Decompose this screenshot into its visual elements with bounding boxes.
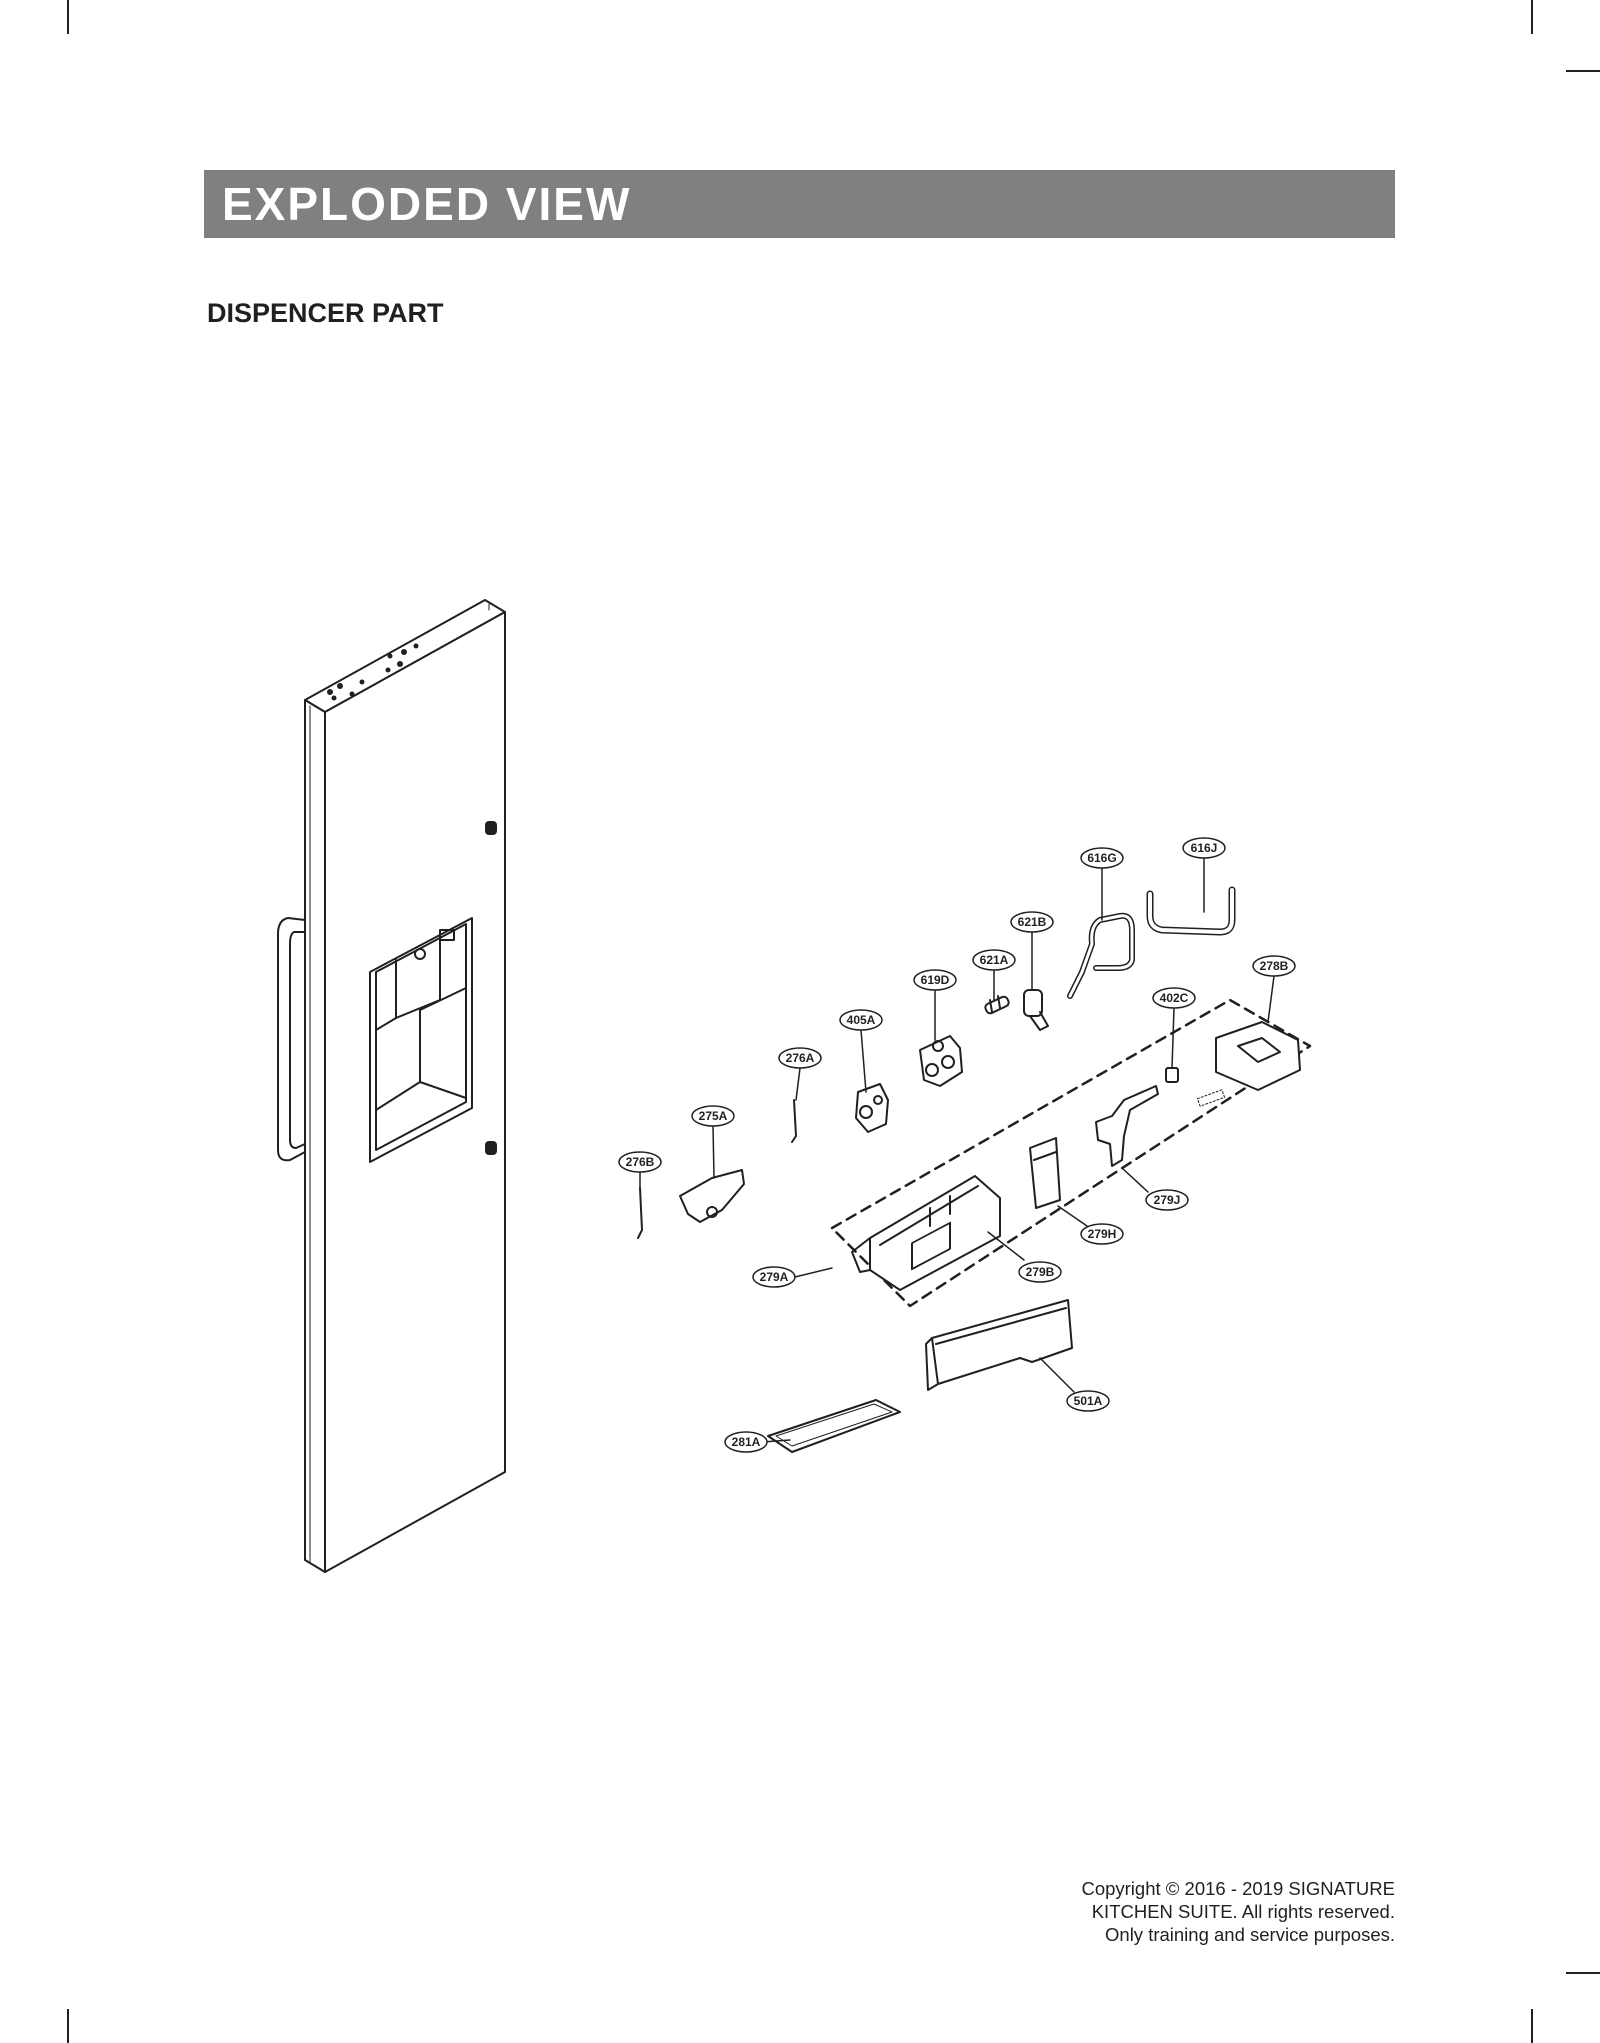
part-616G-tube [1067,912,1135,999]
callout-619D [913,969,957,991]
part-501A-panel [925,1299,1073,1391]
callout-label-278B: 278B [1260,959,1289,973]
part-276A [791,1099,797,1143]
callout-label-276B: 276B [626,1155,655,1169]
page-title: EXPLODED VIEW [222,178,632,230]
part-276B [637,1187,643,1239]
crop-mark-bottom-left [67,2009,69,2043]
callout-labels: 616G 616J 621B 621A 619D 278B 402C 405A … [626,841,1289,1449]
callout-label-616J: 616J [1191,841,1218,855]
callout-276A [778,1047,822,1069]
crop-mark-bottom-right [1531,2009,1533,2043]
leader-lines [639,857,1275,1443]
callout-label-405A: 405A [847,1013,876,1027]
crop-mark-top-left [67,0,69,34]
callout-616J [1182,837,1226,859]
callout-501A [1066,1390,1110,1412]
callout-275A [691,1105,735,1127]
section-title: DISPENCER PART [207,298,444,328]
part-616J-tube [1146,886,1236,936]
part-621A-fitting [984,995,1010,1015]
callout-label-621A: 621A [980,953,1009,967]
callout-label-275A: 275A [699,1109,728,1123]
part-279B-housing [851,1175,1001,1291]
callout-label-621B: 621B [1018,915,1047,929]
callout-616G [1080,847,1124,869]
callout-label-276A: 276A [786,1051,815,1065]
part-275A-bracket [679,1169,745,1223]
callout-label-619D: 619D [921,973,950,987]
callout-label-402C: 402C [1160,991,1189,1005]
callout-label-279B: 279B [1026,1265,1055,1279]
copyright-line-2: KITCHEN SUITE. All rights reserved. [1091,1901,1395,1922]
copyright-line-1: Copyright © 2016 - 2019 SIGNATURE [1081,1878,1395,1899]
part-619D-valve [919,1035,963,1087]
callout-279H [1080,1223,1124,1245]
callout-278B [1252,955,1296,977]
crop-mark-right-lower [1566,1972,1600,1974]
header-banner: EXPLODED VIEW [204,170,1395,238]
callout-279J [1145,1189,1189,1211]
door-top-holes [327,643,419,701]
callout-label-501A: 501A [1074,1394,1103,1408]
callout-label-279A: 279A [760,1270,789,1284]
callouts [618,837,1296,1453]
callout-label-281A: 281A [732,1435,761,1449]
part-279H-cover [1029,1137,1061,1209]
copyright-notice: Copyright © 2016 - 2019 SIGNATURE KITCHE… [1081,1877,1395,1946]
callout-405A [839,1009,883,1031]
callout-279B [1018,1261,1062,1283]
part-279J-bracket [1095,1085,1159,1167]
callout-label-279J: 279J [1154,1193,1181,1207]
callout-621B [1010,911,1054,933]
part-278B-cover [1215,1021,1301,1091]
callout-label-279H: 279H [1088,1227,1117,1241]
part-402C-switch [1165,1067,1179,1083]
dispenser-recess [369,917,473,1163]
part-281A-tray [767,1399,901,1453]
callout-276B [618,1151,662,1173]
callout-281A [724,1431,768,1453]
callout-label-616G: 616G [1087,851,1116,865]
door-handle [277,917,306,1162]
crop-mark-right-upper [1566,70,1600,72]
callout-621A [972,949,1016,971]
copyright-line-3: Only training and service purposes. [1105,1924,1395,1945]
part-405A-valve [855,1083,889,1133]
door-panel [277,599,506,1573]
callout-279A [752,1266,796,1288]
crop-mark-top-right [1531,0,1533,34]
part-621B-elbow [1023,989,1049,1031]
callout-402C [1152,987,1196,1009]
board-label [1196,1089,1226,1107]
